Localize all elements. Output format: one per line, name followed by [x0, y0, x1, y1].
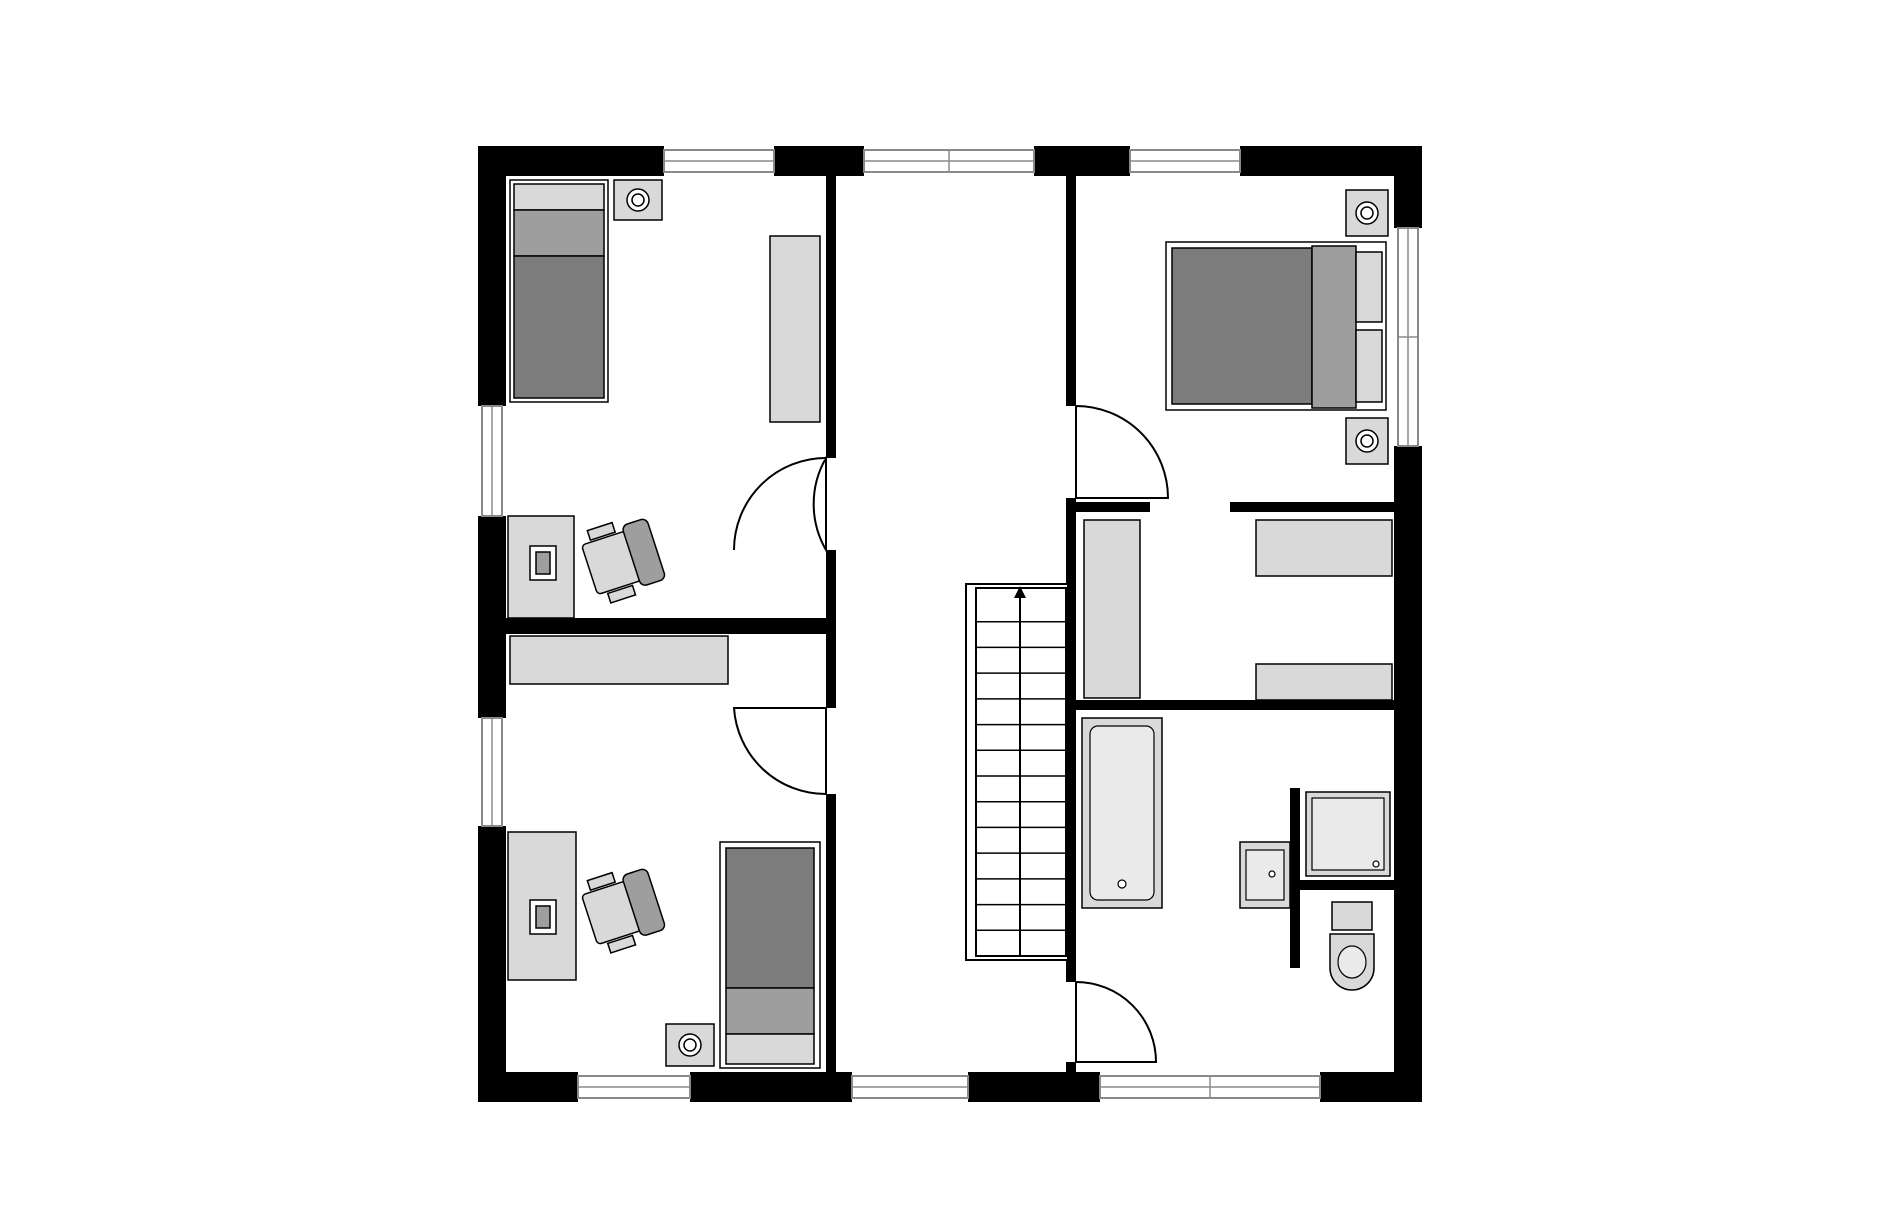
nightstand	[613, 179, 663, 221]
door-top-left-bedroom[interactable]	[812, 454, 827, 554]
door-bottom-left-bedroom[interactable]	[732, 707, 827, 796]
bathroom	[1081, 717, 1391, 991]
interior-walls	[506, 176, 1394, 1072]
stair-steps	[976, 620, 1066, 932]
shower	[1305, 791, 1391, 877]
bathtub	[1081, 717, 1163, 909]
sink	[1239, 841, 1291, 909]
staircase	[965, 583, 1069, 961]
nightstand	[1345, 417, 1389, 465]
stair-arrow-icon	[1014, 586, 1026, 598]
windows	[481, 149, 1419, 1099]
single-bed	[719, 841, 821, 1069]
door-master-bedroom[interactable]	[1075, 404, 1170, 499]
master-bedroom	[1165, 189, 1389, 465]
bedroom-top-left	[507, 179, 821, 619]
office-chair	[581, 868, 666, 954]
shelf	[1255, 519, 1393, 577]
doors	[732, 404, 1170, 1063]
shelf	[1255, 663, 1393, 701]
bedroom-bottom-left	[507, 635, 821, 1069]
office-chair	[581, 518, 666, 604]
desk	[507, 831, 577, 981]
nightstand	[665, 1023, 715, 1067]
door-bathroom[interactable]	[1075, 980, 1158, 1063]
single-bed	[509, 179, 609, 403]
wardrobe	[1083, 519, 1141, 699]
double-bed	[1165, 241, 1387, 411]
wardrobe	[509, 635, 729, 685]
nightstand	[1345, 189, 1389, 237]
wardrobe	[769, 235, 821, 423]
desk	[507, 515, 575, 619]
walk-in-closet	[1083, 519, 1393, 701]
outer-walls	[478, 146, 1422, 1102]
toilet	[1329, 901, 1375, 991]
